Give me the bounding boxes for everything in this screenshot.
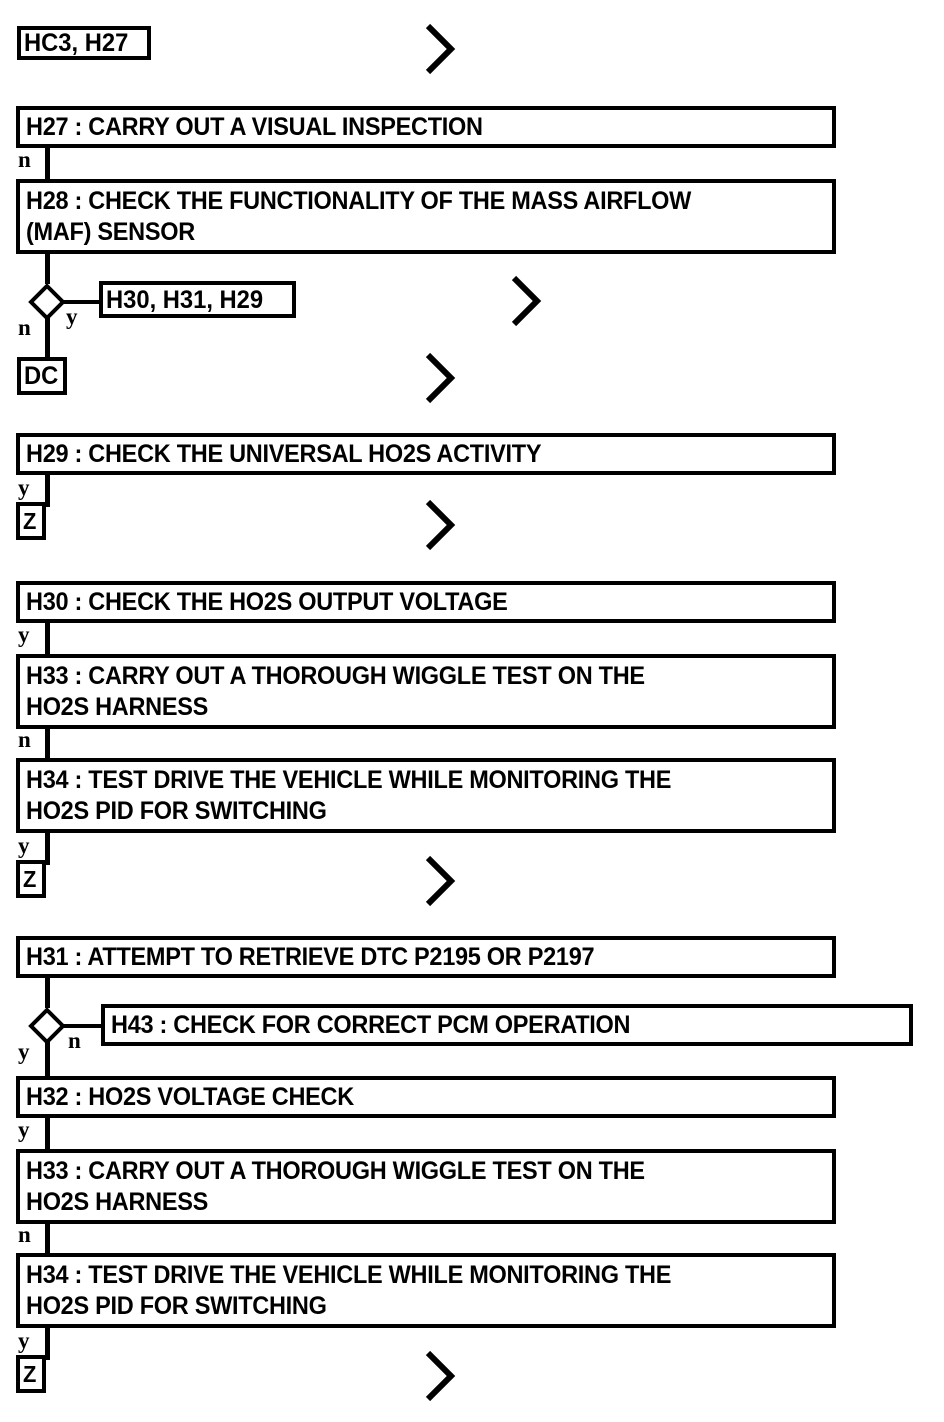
connector-h33a-to-h34a <box>45 729 50 759</box>
step-box-h32[interactable]: H32 : HO2S VOLTAGE CHECK <box>16 1076 836 1118</box>
terminator-box-z-3-label: Z <box>23 1360 37 1387</box>
decision-diamond-1[interactable] <box>28 283 66 321</box>
step-box-h34-second-line-1: H34 : TEST DRIVE THE VEHICLE WHILE MONIT… <box>26 1261 672 1289</box>
step-box-h30-line-1: H30 : CHECK THE HO2S OUTPUT VOLTAGE <box>26 588 508 616</box>
connector-decision-1-no <box>45 318 50 358</box>
decision-diamond-2[interactable] <box>28 1007 66 1045</box>
step-box-h30[interactable]: H30 : CHECK THE HO2S OUTPUT VOLTAGE <box>16 581 836 623</box>
step-box-h31-line-1: H31 : ATTEMPT TO RETRIEVE DTC P2195 OR P… <box>26 943 595 971</box>
branch-label-h30-y: y <box>18 622 30 647</box>
step-box-h43[interactable]: H43 : CHECK FOR CORRECT PCM OPERATION <box>101 1004 913 1046</box>
branch-label-d2-y: y <box>18 1039 30 1064</box>
step-box-h28-line-2: (MAF) SENSOR <box>26 218 195 246</box>
connector-decision-2-no <box>63 1024 103 1028</box>
connector-h27-to-h28 <box>45 148 50 179</box>
step-box-h34-second[interactable]: H34 : TEST DRIVE THE VEHICLE WHILE MONIT… <box>16 1253 836 1328</box>
connector-h31-to-decision-2 <box>45 978 50 1008</box>
branch-label-d1-y: y <box>66 304 78 329</box>
branch-label-h29-y: y <box>18 475 30 500</box>
connector-h30-to-h33a <box>45 623 50 654</box>
branch-label-h34b-y: y <box>18 1328 30 1353</box>
connector-decision-1-yes <box>63 300 100 304</box>
step-box-h33-first-line-1: H33 : CARRY OUT A THOROUGH WIGGLE TEST O… <box>26 662 645 690</box>
branch-label-h33b-n: n <box>18 1222 31 1247</box>
step-box-h28-line-1: H28 : CHECK THE FUNCTIONALITY OF THE MAS… <box>26 187 692 215</box>
step-box-h27[interactable]: H27 : CARRY OUT A VISUAL INSPECTION <box>16 106 836 148</box>
step-box-h33-second-line-2: HO2S HARNESS <box>26 1188 209 1216</box>
reference-box-entry-label: HC3, H27 <box>24 29 129 57</box>
reference-box-entry[interactable]: HC3, H27 <box>17 26 151 60</box>
step-box-h33-second[interactable]: H33 : CARRY OUT A THOROUGH WIGGLE TEST O… <box>16 1149 836 1224</box>
connector-h29-to-z1 <box>45 475 50 507</box>
step-box-h33-first-line-2: HO2S HARNESS <box>26 693 209 721</box>
terminator-box-z-2[interactable]: Z <box>16 860 46 898</box>
terminator-box-dc[interactable]: DC <box>17 357 67 395</box>
step-box-h33-second-line-1: H33 : CARRY OUT A THOROUGH WIGGLE TEST O… <box>26 1157 645 1185</box>
reference-box-h30-h31-h29[interactable]: H30, H31, H29 <box>99 281 296 318</box>
step-box-h34-second-line-2: HO2S PID FOR SWITCHING <box>26 1292 327 1320</box>
step-box-h31[interactable]: H31 : ATTEMPT TO RETRIEVE DTC P2195 OR P… <box>16 936 836 978</box>
connector-h32-to-h33b <box>45 1118 50 1149</box>
step-box-h43-line-1: H43 : CHECK FOR CORRECT PCM OPERATION <box>111 1011 631 1039</box>
connector-h33b-to-h34b <box>45 1224 50 1254</box>
chevron-1-icon <box>424 22 458 76</box>
chevron-2-icon <box>510 274 544 328</box>
terminator-box-z-1-label: Z <box>23 507 37 534</box>
step-box-h28[interactable]: H28 : CHECK THE FUNCTIONALITY OF THE MAS… <box>16 179 836 254</box>
terminator-box-z-2-label: Z <box>23 865 37 892</box>
reference-box-h30-h31-h29-label: H30, H31, H29 <box>106 285 264 314</box>
branch-label-h27-n: n <box>18 147 31 172</box>
step-box-h29-line-1: H29 : CHECK THE UNIVERSAL HO2S ACTIVITY <box>26 440 542 468</box>
branch-label-h33a-n: n <box>18 727 31 752</box>
step-box-h29[interactable]: H29 : CHECK THE UNIVERSAL HO2S ACTIVITY <box>16 433 836 475</box>
connector-decision-2-yes <box>45 1042 50 1076</box>
chevron-6-icon <box>424 1349 458 1403</box>
terminator-box-z-1[interactable]: Z <box>16 502 46 540</box>
connector-h34b-to-z3 <box>45 1328 50 1360</box>
connector-h34a-to-z2 <box>45 833 50 865</box>
terminator-box-z-3[interactable]: Z <box>16 1355 46 1393</box>
chevron-5-icon <box>424 854 458 908</box>
step-box-h34-first-line-2: HO2S PID FOR SWITCHING <box>26 797 327 825</box>
step-box-h34-first-line-1: H34 : TEST DRIVE THE VEHICLE WHILE MONIT… <box>26 766 672 794</box>
connector-h28-to-decision-1 <box>45 254 50 284</box>
branch-label-h32-y: y <box>18 1117 30 1142</box>
step-box-h27-line-1: H27 : CARRY OUT A VISUAL INSPECTION <box>26 113 483 141</box>
terminator-box-dc-label: DC <box>24 362 59 390</box>
branch-label-h34a-y: y <box>18 833 30 858</box>
branch-label-d2-n: n <box>68 1028 81 1053</box>
chevron-4-icon <box>424 498 458 552</box>
step-box-h33-first[interactable]: H33 : CARRY OUT A THOROUGH WIGGLE TEST O… <box>16 654 836 729</box>
branch-label-d1-n: n <box>18 315 31 340</box>
step-box-h34-first[interactable]: H34 : TEST DRIVE THE VEHICLE WHILE MONIT… <box>16 758 836 833</box>
step-box-h32-line-1: H32 : HO2S VOLTAGE CHECK <box>26 1083 354 1111</box>
chevron-3-icon <box>424 351 458 405</box>
